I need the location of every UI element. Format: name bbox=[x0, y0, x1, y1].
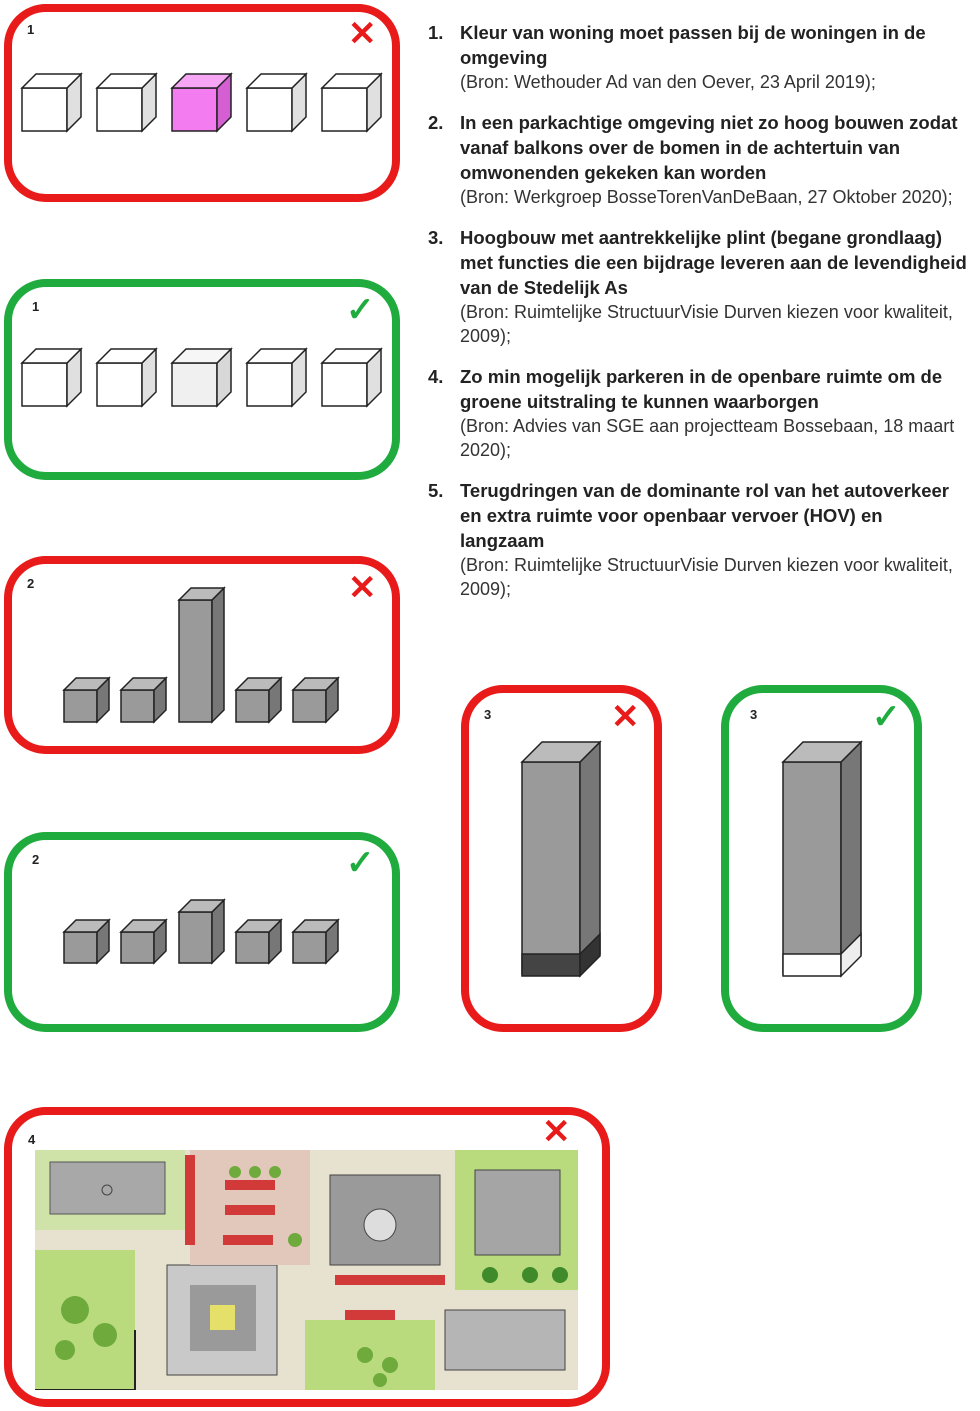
requirement-item: 3.Hoogbouw met aantrekkelijke plint (beg… bbox=[428, 227, 967, 346]
building-cube bbox=[245, 72, 308, 133]
building-cube bbox=[234, 676, 283, 724]
requirement-source: (Bron: Advies van SGE aan projectteam Bo… bbox=[460, 416, 955, 460]
building-cube bbox=[62, 676, 111, 724]
building-cube bbox=[245, 347, 308, 408]
requirement-source: (Bron: Wethouder Ad van den Oever, 23 Ap… bbox=[460, 72, 876, 92]
requirements-list: 1.Kleur van woning moet passen bij de wo… bbox=[428, 20, 968, 617]
requirement-source: (Bron: Ruimtelijke StructuurVisie Durven… bbox=[460, 555, 953, 599]
site-plan-drawing bbox=[35, 1150, 578, 1390]
tall-building bbox=[177, 586, 226, 724]
cross-icon: ✕ bbox=[348, 569, 377, 607]
panel-3-right-label: 3 bbox=[750, 707, 758, 722]
panel-2-wrong-label: 2 bbox=[27, 576, 35, 591]
building-cube bbox=[234, 918, 283, 965]
building-cube bbox=[20, 347, 83, 408]
building-cube-colored bbox=[170, 72, 233, 133]
requirement-text: Terugdringen van de dominante rol van he… bbox=[460, 480, 949, 551]
requirement-item: 4.Zo min mogelijk parkeren in de openbar… bbox=[428, 364, 968, 462]
tower-building bbox=[781, 740, 863, 976]
panel-2-right-label: 2 bbox=[32, 852, 40, 867]
panel-1-wrong-label: 1 bbox=[27, 22, 35, 37]
building-cube bbox=[320, 347, 383, 408]
checkmark-icon: ✓ bbox=[346, 844, 375, 882]
requirement-text: In een parkachtige omgeving niet zo hoog… bbox=[460, 112, 958, 183]
requirement-source: (Bron: Ruimtelijke StructuurVisie Durven… bbox=[460, 302, 953, 346]
building-cube bbox=[291, 918, 340, 965]
panel-4-wrong-label: 4 bbox=[28, 1132, 36, 1147]
building-cube bbox=[119, 676, 168, 724]
building-cube bbox=[170, 347, 233, 408]
requirement-text: Hoogbouw met aantrekkelijke plint (began… bbox=[460, 227, 967, 298]
checkmark-icon: ✓ bbox=[872, 698, 901, 736]
requirement-item: 2.In een parkachtige omgeving niet zo ho… bbox=[428, 110, 968, 209]
requirement-item: 5.Terugdringen van de dominante rol van … bbox=[428, 478, 968, 601]
requirement-source: (Bron: Werkgroep BosseTorenVanDeBaan, 27… bbox=[460, 187, 953, 207]
cross-icon: ✕ bbox=[348, 15, 377, 53]
checkmark-icon: ✓ bbox=[346, 291, 375, 329]
building-cube bbox=[291, 676, 340, 724]
cross-icon: ✕ bbox=[611, 698, 640, 736]
building-cube bbox=[20, 72, 83, 133]
site-plan-map bbox=[35, 1150, 578, 1390]
building-cube bbox=[95, 72, 158, 133]
requirement-text: Zo min mogelijk parkeren in de openbare … bbox=[460, 366, 943, 412]
building-cube bbox=[320, 72, 383, 133]
tower-building bbox=[520, 740, 602, 976]
building-cube bbox=[119, 918, 168, 965]
panel-3-wrong-label: 3 bbox=[484, 707, 492, 722]
building-cube bbox=[95, 347, 158, 408]
cross-icon: ✕ bbox=[542, 1113, 571, 1151]
building-cube bbox=[62, 918, 111, 965]
panel-1-right-label: 1 bbox=[32, 299, 40, 314]
requirement-item: 1.Kleur van woning moet passen bij de wo… bbox=[428, 20, 968, 94]
requirement-text: Kleur van woning moet passen bij de woni… bbox=[460, 22, 926, 68]
mid-building bbox=[177, 898, 226, 965]
